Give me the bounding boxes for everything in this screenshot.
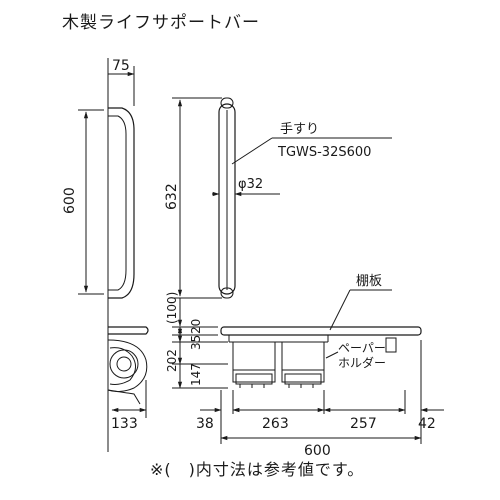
dim-75: 75 <box>112 58 130 74</box>
dim-600-horizontal: 600 <box>304 443 331 459</box>
dim-133: 133 <box>111 416 138 432</box>
dim-600-vertical: 600 <box>62 187 78 214</box>
dim-38: 38 <box>196 416 214 432</box>
paper-holder-leader <box>325 351 339 359</box>
dim-257: 257 <box>350 416 377 432</box>
paper-holder-label-1: ペーパー <box>338 341 386 355</box>
dim-147: 147 <box>189 363 203 386</box>
diameter-label: φ32 <box>238 177 263 192</box>
page-title: 木製ライフサポートバー <box>62 13 260 33</box>
paper-holder-label-2: ホルダー <box>338 355 386 370</box>
footnote: ※( )内寸法は参考値です。 <box>150 460 365 479</box>
handrail-front <box>218 97 236 299</box>
dim-100: (100) <box>165 292 179 324</box>
dim-202: 202 <box>165 349 179 372</box>
paper-holder-front <box>228 335 329 388</box>
handrail-side-profile <box>108 107 135 299</box>
shelf-front <box>220 326 422 336</box>
model-label: TGWS-32S600 <box>277 145 371 160</box>
handrail-label: 手すり <box>280 122 319 137</box>
shelf-side-profile <box>107 326 149 405</box>
dim-20: 20 <box>189 319 203 334</box>
dim-632: 632 <box>164 183 180 210</box>
dim-42: 42 <box>418 416 436 432</box>
shelf-leader <box>329 289 351 331</box>
shelf-bracket <box>385 337 397 353</box>
dim-263: 263 <box>262 416 289 432</box>
shelf-label: 棚板 <box>356 274 382 289</box>
dim-35: 35 <box>189 335 203 350</box>
handrail-leader <box>231 137 273 165</box>
